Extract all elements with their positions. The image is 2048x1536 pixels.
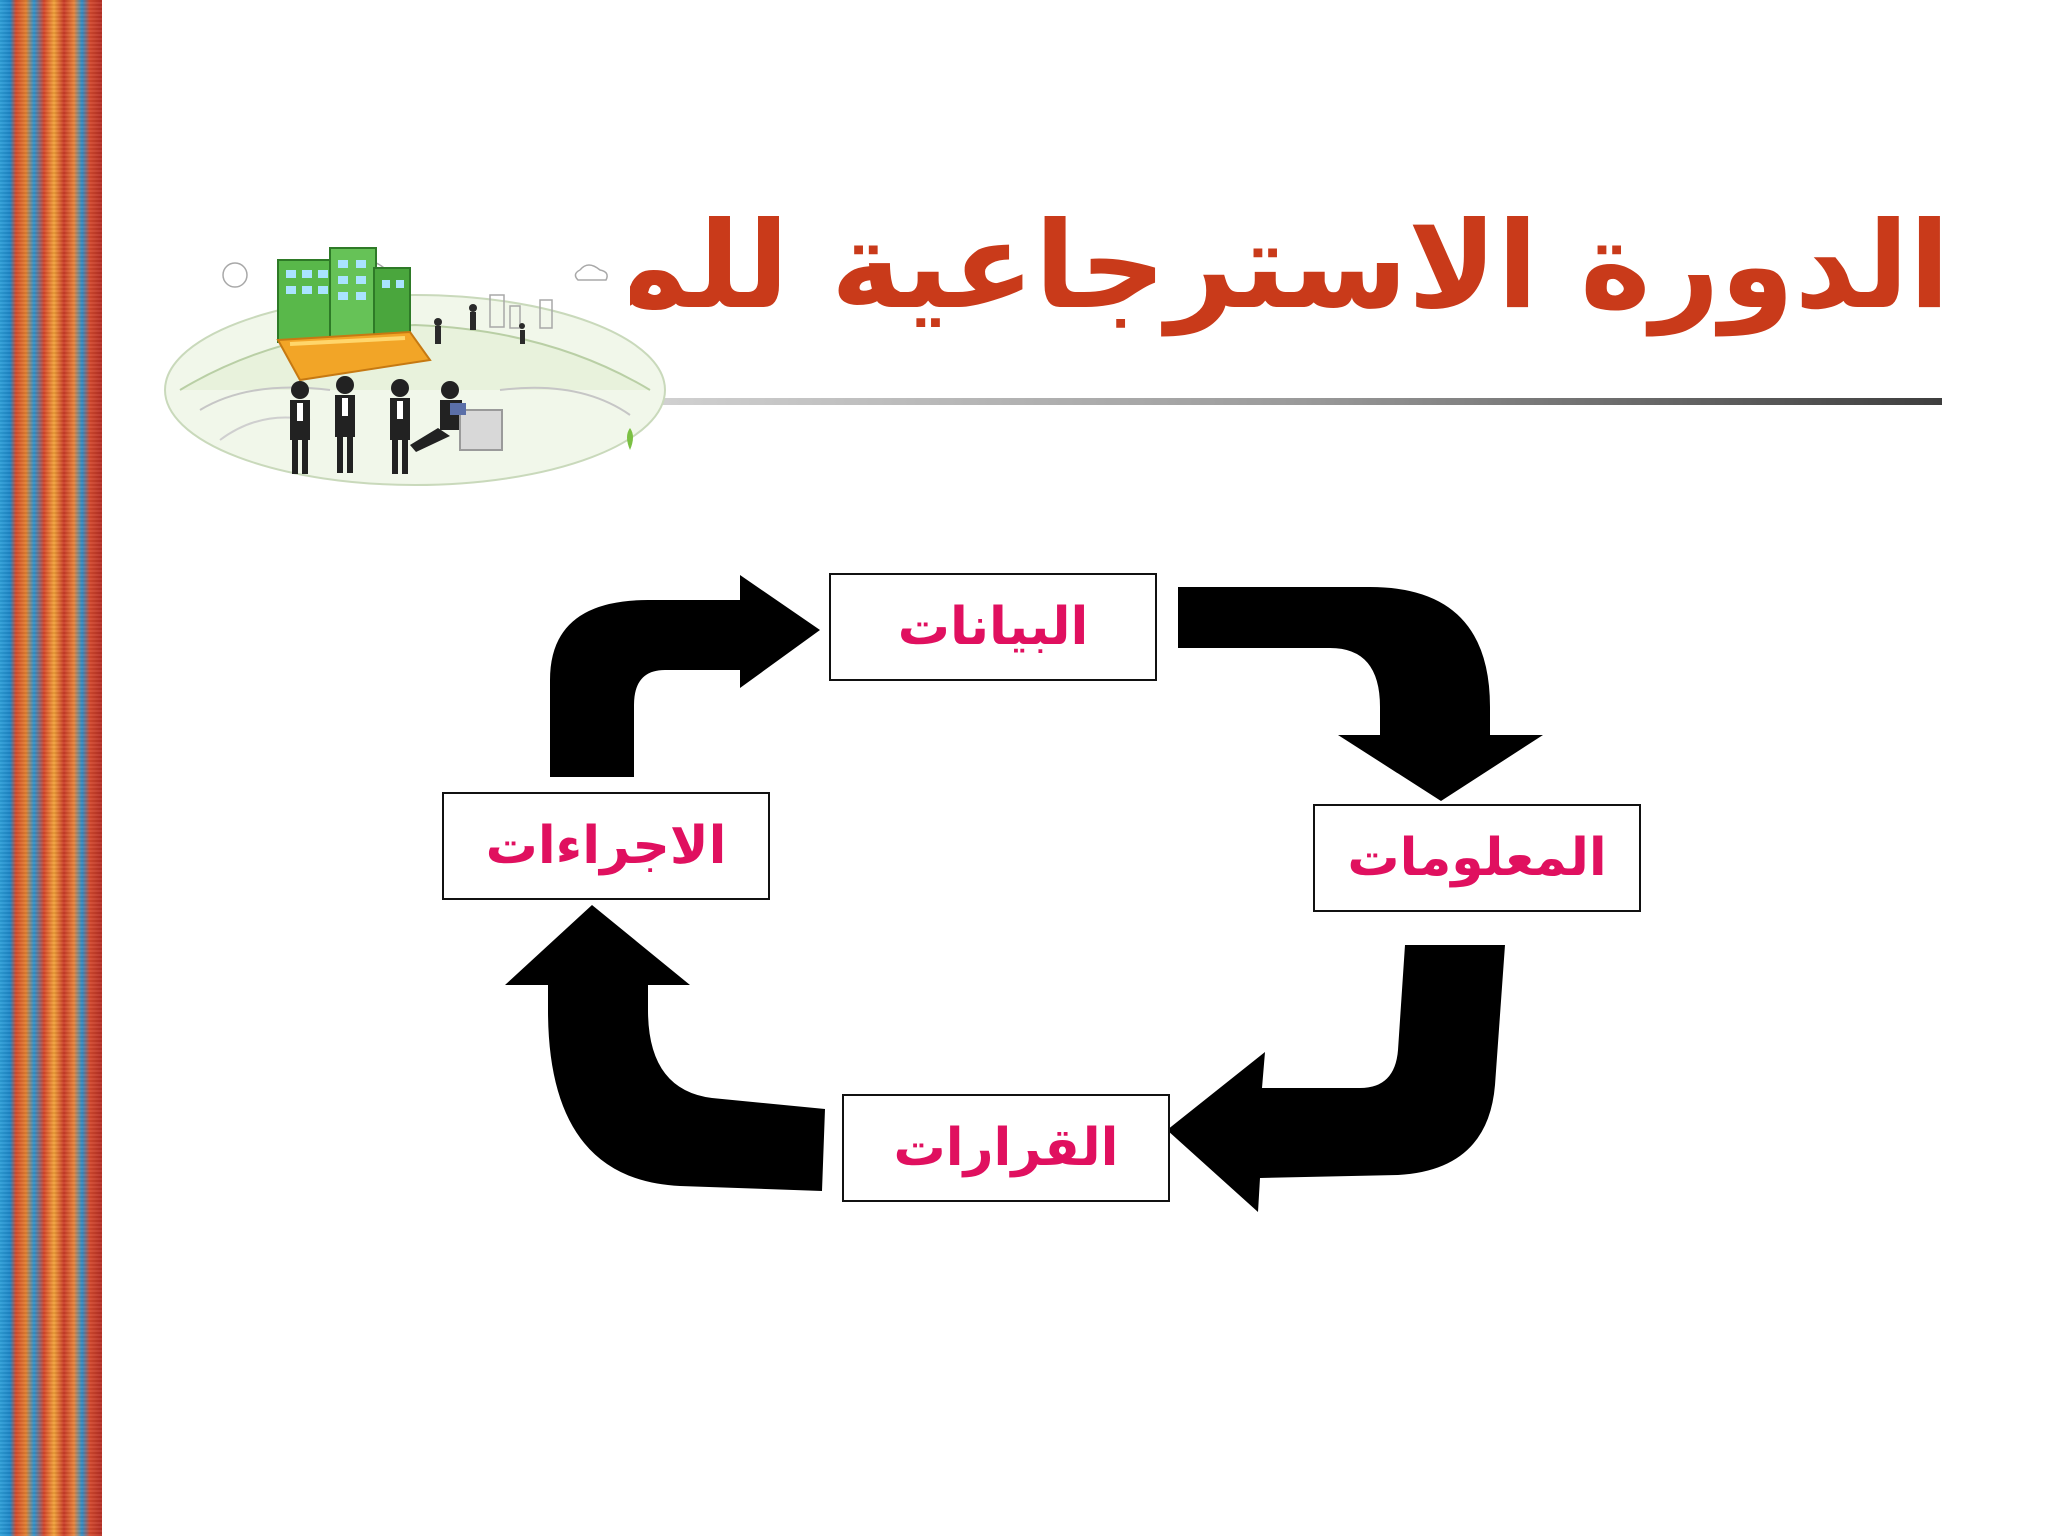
cycle-box-information: المعلومات [1313,804,1641,912]
arrow-information-to-decisions [1167,945,1505,1212]
title-underline [662,398,1942,405]
arrow-decisions-to-actions [505,905,825,1191]
arrow-data-to-information [1178,587,1543,801]
decorative-left-stripe [0,0,102,1536]
cycle-box-decisions: القرارات [842,1094,1170,1202]
arrow-actions-to-data [550,575,820,777]
slide-title: الدورة الاسترجاعية للمعلومات [630,197,1950,336]
cycle-box-actions: الاجراءات [442,792,770,900]
cycle-box-data: البيانات [829,573,1157,681]
business-people-clipart-icon [164,247,666,486]
